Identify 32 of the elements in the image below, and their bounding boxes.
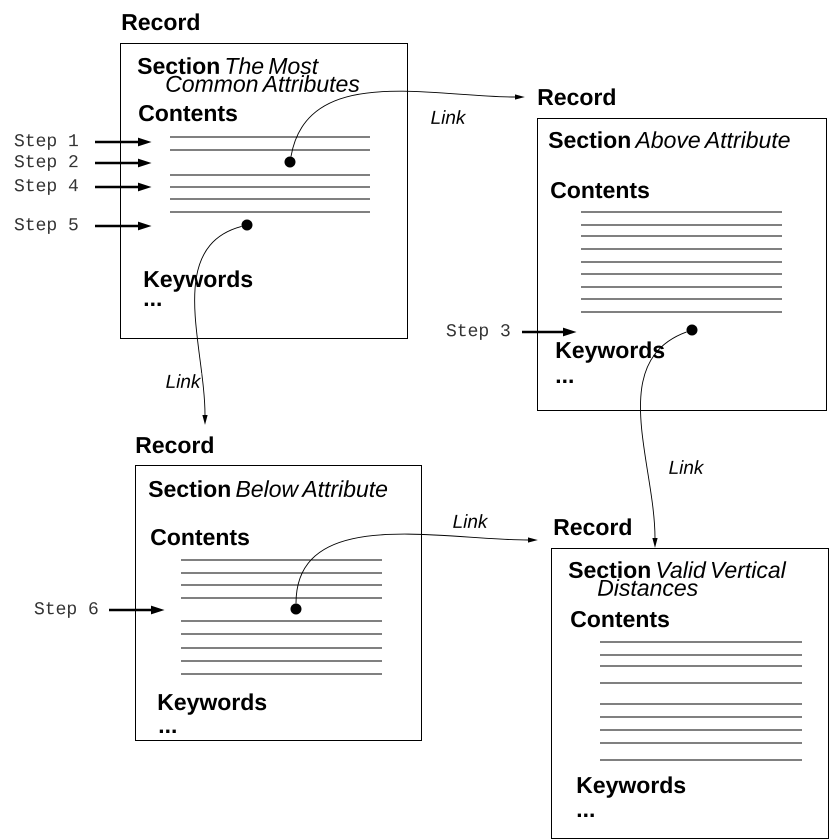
keywords-heading: Keywords <box>578 776 686 798</box>
edge-label: Link <box>430 109 466 125</box>
contents-heading: Contents <box>151 528 249 546</box>
ellipsis: ... <box>578 814 594 817</box>
record-heading: Record <box>554 518 631 536</box>
contents-heading: Contents <box>571 610 669 628</box>
edge-label: Link <box>452 513 488 529</box>
edge-label: Link <box>164 373 202 389</box>
step-label: Step 2 <box>14 155 78 171</box>
section-heading: Section Above Attribute <box>548 131 790 148</box>
ellipsis: ... <box>144 302 161 306</box>
link-dot <box>686 324 698 336</box>
edge-label: Link <box>668 459 704 475</box>
section-heading: Section Valid Vertical Distances <box>568 561 786 596</box>
step-label: Step 3 <box>446 324 510 340</box>
section-heading: Section Below Attribute <box>148 480 388 498</box>
keywords-heading: Keywords <box>158 693 266 715</box>
step-label: Step 5 <box>14 218 78 234</box>
contents-heading: Contents <box>551 182 649 198</box>
contents-heading: Contents <box>139 104 237 122</box>
section-heading: Section The Most Common Attributes <box>138 57 360 92</box>
link-dot <box>284 156 296 168</box>
record-heading: Record <box>136 436 213 454</box>
step-label: Step 6 <box>34 602 98 618</box>
ellipsis: ... <box>556 380 573 383</box>
record-heading: Record <box>538 88 615 106</box>
record-heading: Record <box>122 13 199 30</box>
link-dot <box>290 604 302 614</box>
step-label: Step 1 <box>14 134 78 150</box>
ellipsis: ... <box>160 730 176 733</box>
step-label: Step 4 <box>14 179 78 195</box>
link-dot <box>242 220 252 230</box>
